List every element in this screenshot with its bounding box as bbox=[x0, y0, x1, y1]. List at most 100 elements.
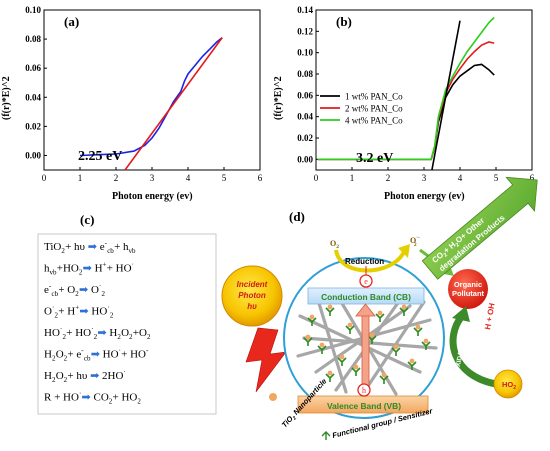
reaction-term: 2HO bbox=[102, 370, 123, 382]
y-tick-label: 0.04 bbox=[297, 112, 313, 122]
photon-label-2: Photon bbox=[238, 291, 266, 300]
reaction-arrow: ➡ bbox=[87, 370, 102, 382]
o2-radical-sub: 2 bbox=[414, 242, 417, 248]
o2-radical-sup: ·- bbox=[416, 235, 420, 241]
panel-b-letter: (b) bbox=[336, 14, 352, 29]
reaction-list: TiO2 + hυ ➡ e- cb + hvb hvb +HO2 ➡ H+ + … bbox=[44, 239, 151, 406]
nanoparticle-dot bbox=[348, 323, 353, 328]
reaction-term: + H bbox=[58, 306, 75, 318]
o2-radical-label: O·-2 bbox=[410, 235, 420, 248]
panel-b-ylabel: (f(r)*E)^2 bbox=[273, 76, 284, 120]
y-tick-label: 0.14 bbox=[297, 5, 313, 15]
reaction-arrow: ➡ bbox=[97, 327, 109, 339]
reaction-term: HO bbox=[44, 327, 60, 339]
reaction-term: + HO bbox=[121, 349, 146, 361]
x-tick-label: 4 bbox=[186, 173, 191, 183]
reaction-sub: 2 bbox=[147, 333, 151, 341]
reaction-term: H bbox=[44, 349, 52, 361]
reaction-equation: H2 O2 + e- cb ➡ HO· + HO- bbox=[44, 347, 149, 363]
reaction-arrow: ➡ bbox=[85, 241, 100, 253]
x-tick-label: 3 bbox=[150, 173, 155, 183]
reaction-term: HO bbox=[103, 349, 119, 361]
reaction-equation: hvb +HO2 ➡ H+ + HO· bbox=[44, 261, 134, 277]
nanoparticle-dot bbox=[328, 371, 333, 376]
x-tick-label: 1 bbox=[350, 173, 355, 183]
reaction-arrow: ➡ bbox=[91, 349, 103, 361]
x-tick-label: 4 bbox=[458, 173, 463, 183]
lightning-icon bbox=[246, 328, 286, 392]
x-tick-label: 2 bbox=[386, 173, 391, 183]
panel-b-annotation: 3.2 eV bbox=[356, 151, 393, 166]
conduction-band-label: Conduction Band (CB) bbox=[321, 292, 411, 302]
reaction-sub: 2 bbox=[110, 312, 114, 320]
reaction-sub: 2 bbox=[102, 290, 106, 298]
reaction-term: TiO bbox=[44, 241, 61, 253]
legend-label: 1 wt% PAN_Co bbox=[345, 92, 403, 102]
reaction-term: H bbox=[95, 263, 103, 275]
panel-a-xlabel: Photon energy (ev) bbox=[112, 191, 193, 202]
x-tick-label: 6 bbox=[258, 173, 263, 183]
reaction-arrow: ➡ bbox=[83, 263, 95, 275]
panel-a-annotation: 2.25 eV bbox=[78, 149, 122, 164]
series-line-a-0 bbox=[80, 38, 222, 156]
valence-band-label: Valence Band (VB) bbox=[327, 401, 401, 411]
x-tick-label: 0 bbox=[314, 173, 319, 183]
y-tick-label: 0.10 bbox=[297, 48, 313, 58]
reaction-equation: HO· 2 + HO· 2 ➡ H2 O2 +O2 bbox=[44, 325, 151, 341]
reaction-term: O bbox=[91, 284, 99, 296]
reaction-sup: - bbox=[105, 239, 108, 247]
x-tick-label: 5 bbox=[494, 173, 499, 183]
nanoparticle-dot bbox=[402, 305, 407, 310]
panel-c-letter: (c) bbox=[80, 212, 94, 227]
reaction-term: + O bbox=[58, 284, 75, 296]
reaction-term: CO bbox=[94, 392, 109, 404]
y-tick-label: 0.04 bbox=[25, 92, 41, 102]
nanoparticle-dot bbox=[310, 315, 315, 320]
reaction-term: + HO bbox=[107, 263, 132, 275]
nanoparticle-dot bbox=[370, 333, 375, 338]
x-tick-label: 5 bbox=[222, 173, 227, 183]
reaction-sup: · bbox=[52, 304, 54, 312]
reaction-term: + hυ bbox=[65, 241, 85, 253]
o2-sub: 2 bbox=[336, 244, 339, 250]
reaction-arrow: ➡ bbox=[79, 284, 91, 296]
reaction-equation: H2 O2 + hυ ➡ 2HO· bbox=[44, 368, 126, 384]
panel-b-xlabel: Photon energy (ev) bbox=[384, 191, 465, 202]
reaction-arrow: ➡ bbox=[82, 392, 94, 404]
reaction-term: + HO bbox=[113, 392, 138, 404]
pollutant-label-1: Organic bbox=[454, 280, 482, 289]
y-tick-label: 0.12 bbox=[297, 26, 313, 36]
y-tick-label: 0.00 bbox=[297, 154, 313, 164]
panel-c: (c) TiO2 + hυ ➡ e- cb + hvb hvb +HO2 ➡ H… bbox=[38, 212, 216, 414]
series-line-b-2 bbox=[318, 18, 494, 160]
products-arrow: CO2+ H2O+ Other degradation Products bbox=[416, 163, 550, 287]
nanoparticle-dot bbox=[410, 359, 415, 364]
panel-d-letter: (d) bbox=[289, 209, 305, 224]
series-line-b-3 bbox=[432, 21, 460, 170]
reaction-equation: O· 2 + H+ ➡ HO· 2 bbox=[44, 304, 114, 320]
nanoparticle-dot bbox=[328, 305, 333, 310]
ho2-text: HO bbox=[502, 380, 513, 389]
y-tick-label: 0.06 bbox=[25, 63, 41, 73]
series-line-a-1 bbox=[125, 38, 222, 170]
reaction-sup: · bbox=[99, 282, 101, 290]
reaction-sub: 2 bbox=[137, 398, 141, 406]
x-tick-label: 3 bbox=[422, 173, 427, 183]
y-tick-label: 0.10 bbox=[25, 5, 41, 15]
reaction-term: + e bbox=[67, 349, 81, 361]
pollutant-label-2: Pollutant bbox=[452, 289, 485, 298]
panel-b-legend: 1 wt% PAN_Co2 wt% PAN_Co4 wt% PAN_Co bbox=[320, 92, 403, 126]
reaction-sup: · bbox=[107, 304, 109, 312]
ho2-sub: 2 bbox=[513, 385, 516, 391]
electron-label: e bbox=[364, 277, 368, 286]
incident-photon: Incident Photon hυ bbox=[222, 266, 282, 326]
reaction-sup: - bbox=[81, 347, 84, 355]
hole-label: h bbox=[362, 386, 366, 395]
nanoparticle-dot bbox=[378, 311, 383, 316]
reaction-term: + hυ bbox=[67, 370, 87, 382]
